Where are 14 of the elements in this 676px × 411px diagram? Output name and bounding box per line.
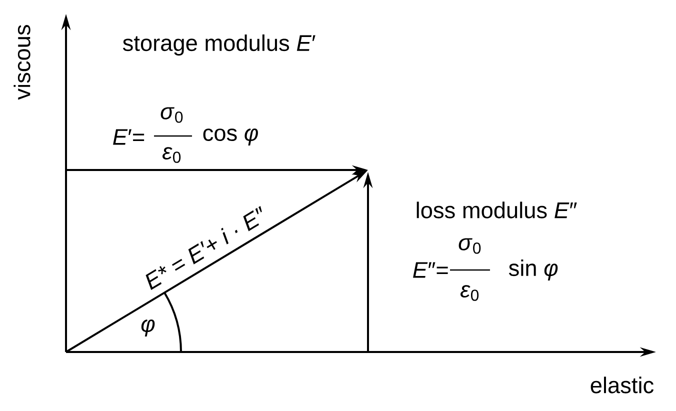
annotation-text: loss modulus E″ — [416, 202, 577, 218]
formula-text: ε$_{0}$ — [460, 285, 479, 301]
axis-label: elastic — [590, 376, 654, 394]
formula-text: sin φ — [508, 259, 558, 281]
annotation-text: storage modulus E′ — [122, 34, 316, 56]
angle-label: φ — [141, 320, 155, 336]
formula-text: cos φ — [203, 128, 258, 146]
formula-text: σ$_{0}$ — [160, 107, 183, 123]
formula-text: E″= — [413, 262, 448, 278]
formula-text: ε$_{0}$ — [162, 147, 181, 163]
axis-label: viscous — [14, 25, 30, 100]
formula-text: E′= — [113, 129, 144, 145]
formula-text: σ$_{0}$ — [458, 238, 481, 254]
vector-label: E* = E′+ i · E″ — [146, 206, 262, 290]
